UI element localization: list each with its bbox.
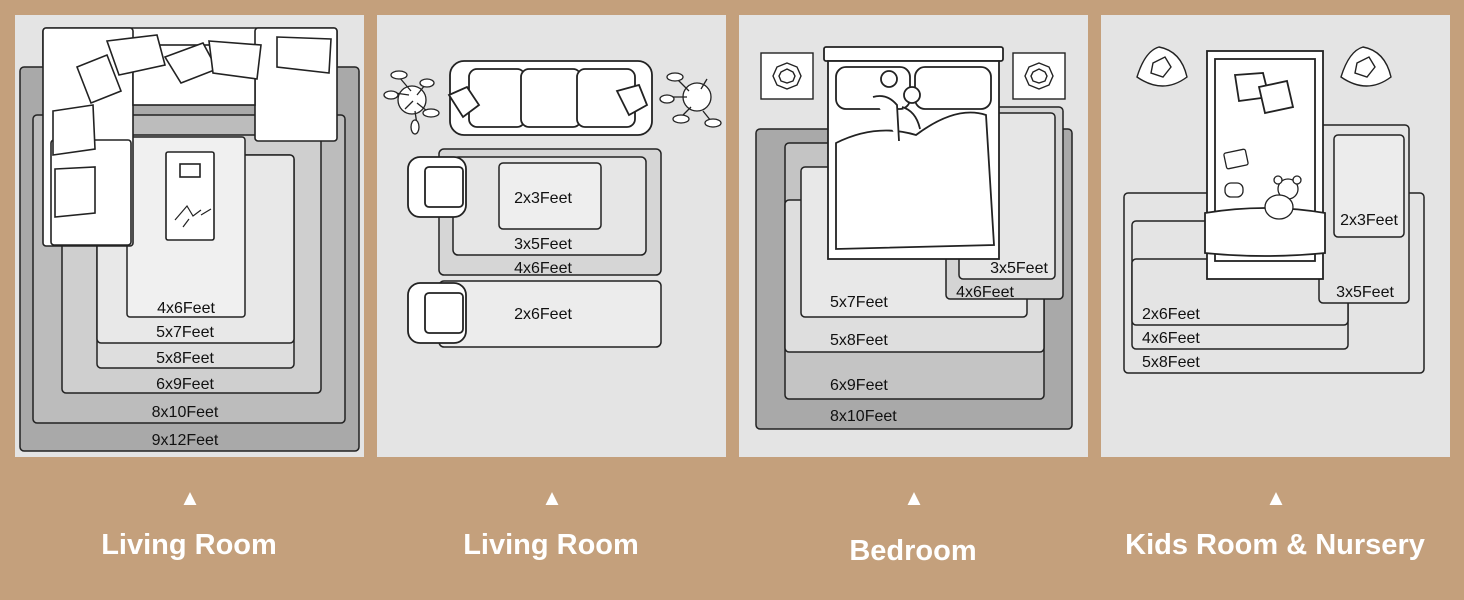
rug-label-9x12: 9x12Feet [152, 432, 219, 449]
rug-label-2x6: 2x6Feet [514, 306, 572, 323]
rug-label-4x6: 4x6Feet [1142, 330, 1200, 347]
rug-label-6x9: 6x9Feet [830, 377, 888, 394]
up-arrow-icon: ▲ [179, 485, 201, 510]
scene-caption-kids-room: Kids Room & Nursery [1125, 529, 1425, 561]
potted-plant-icon [659, 72, 722, 128]
rug-label-3x5: 3x5Feet [990, 260, 1048, 277]
armchair-icon [407, 282, 467, 344]
nightstand-lamp-icon [1012, 52, 1066, 100]
rug-label-4x6: 4x6Feet [157, 300, 215, 317]
kids-room-diagram: 2x3Feet 3x5Feet 2x6Feet 4x6Feet 5x8Feet [1123, 46, 1425, 374]
bed-icon [823, 46, 1004, 260]
rug-2x3 [1333, 134, 1405, 238]
toy-icon [1223, 148, 1249, 198]
scene-panel-living-room-sofa: 2x3Feet 3x5Feet 4x6Feet 2x6Feet [377, 15, 726, 457]
scene-panel-bedroom: 3x5Feet 4x6Feet 5x7Feet 5x8Feet 6x9Feet … [739, 15, 1088, 457]
scene-panel-living-room-sectional: 4x6Feet 5x7Feet 5x8Feet 6x9Feet 8x10Feet… [15, 15, 364, 457]
potted-plant-icon [383, 70, 440, 135]
up-arrow-icon: ▲ [1265, 485, 1287, 510]
sofa-icon [447, 60, 653, 136]
teddy-bear-icon [1264, 175, 1302, 220]
scene-caption-living-room-2: Living Room [463, 529, 639, 561]
up-arrow-icon: ▲ [903, 485, 925, 510]
pouf-icon [1340, 46, 1392, 87]
rug-2x3 [498, 162, 602, 230]
bed-icon [1204, 50, 1326, 280]
nightstand-lamp-icon [760, 52, 814, 100]
rug-label-2x3: 2x3Feet [1340, 212, 1398, 229]
rug-label-6x9: 6x9Feet [156, 376, 214, 393]
rug-label-2x6: 2x6Feet [1142, 306, 1200, 323]
rug-label-5x7: 5x7Feet [156, 324, 214, 341]
rug-label-2x3: 2x3Feet [514, 190, 572, 207]
rug-label-4x6: 4x6Feet [514, 260, 572, 277]
rug-label-4x6: 4x6Feet [956, 284, 1014, 301]
scene-caption-living-room-1: Living Room [101, 529, 277, 561]
scene-caption-bedroom: Bedroom [849, 535, 977, 567]
rug-label-3x5: 3x5Feet [1336, 284, 1394, 301]
living-room-sofa-diagram: 2x3Feet 3x5Feet 4x6Feet 2x6Feet [383, 60, 722, 348]
rug-label-5x8: 5x8Feet [1142, 354, 1200, 371]
sectional-sofa-icon [42, 27, 338, 247]
rug-label-8x10: 8x10Feet [152, 404, 219, 421]
up-arrow-icon: ▲ [541, 485, 563, 510]
scene-panel-kids-room: 2x3Feet 3x5Feet 2x6Feet 4x6Feet 5x8Feet [1101, 15, 1450, 457]
bedroom-diagram: 3x5Feet 4x6Feet 5x7Feet 5x8Feet 6x9Feet … [755, 46, 1073, 430]
armchair-icon [407, 156, 467, 218]
rug-label-5x8: 5x8Feet [830, 332, 888, 349]
pouf-icon [1136, 46, 1188, 87]
rug-label-8x10: 8x10Feet [830, 408, 897, 425]
rug-label-3x5: 3x5Feet [514, 236, 572, 253]
rug-label-5x7: 5x7Feet [830, 294, 888, 311]
rug-label-5x8: 5x8Feet [156, 350, 214, 367]
coffee-table-icon [165, 151, 215, 241]
living-room-sectional-diagram: 4x6Feet 5x7Feet 5x8Feet 6x9Feet 8x10Feet… [19, 27, 360, 452]
